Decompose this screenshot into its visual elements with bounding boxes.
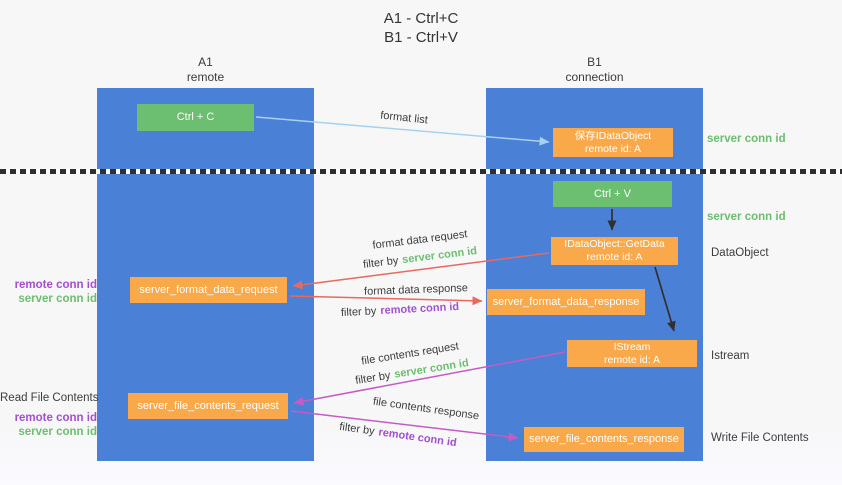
server-format-data-response-label: server_format_data_response xyxy=(492,295,640,308)
lane-a1-name: A1 xyxy=(198,55,213,69)
right-label-server-conn-id-mid: server conn id xyxy=(707,211,786,223)
filter-prefix: filter by xyxy=(354,369,392,387)
ctrl-v-box: Ctrl + V xyxy=(553,181,672,207)
server-format-data-response-box: server_format_data_response xyxy=(487,289,645,315)
left-label-server-conn-id-1: server conn id xyxy=(18,293,97,305)
flow-label-format-list: format list xyxy=(379,109,429,127)
right-label-write-file-contents: Write File Contents xyxy=(711,432,809,444)
right-label-server-conn-id-top: server conn id xyxy=(707,133,786,145)
filter-key-server-conn-id: server conn id xyxy=(401,245,478,267)
lane-header-b1: B1 connection xyxy=(486,55,703,85)
session-divider-line xyxy=(0,169,842,174)
left-label-remote-conn-id-1: remote conn id xyxy=(14,279,97,291)
left-label-server-conn-id-2: server conn id xyxy=(18,426,97,438)
server-file-contents-response-box: server_file_contents_response xyxy=(524,427,684,452)
istream-line1: IStream xyxy=(613,340,651,353)
istream-box: IStream remote id: A xyxy=(567,340,697,367)
save-idataobject-line1: 保存IDataObject xyxy=(574,129,652,142)
lane-b1-role: connection xyxy=(565,70,624,84)
lane-header-a1: A1 remote xyxy=(97,55,314,85)
title-line-2: B1 - Ctrl+V xyxy=(384,29,458,46)
server-file-contents-response-label: server_file_contents_response xyxy=(529,433,679,445)
left-label-read-file-contents: Read File Contents xyxy=(0,392,99,404)
istream-line2: remote id: A xyxy=(603,353,661,366)
server-format-data-request-label: server_format_data_request xyxy=(139,283,278,296)
lane-b1-name: B1 xyxy=(587,55,602,69)
ctrl-c-box: Ctrl + C xyxy=(137,104,254,131)
save-idataobject-line2: remote id: A xyxy=(584,142,642,155)
filter-prefix: filter by xyxy=(362,254,400,271)
server-file-contents-request-label: server_file_contents_request xyxy=(137,399,279,412)
right-label-dataobject: DataObject xyxy=(711,247,769,259)
filter-prefix: filter by xyxy=(340,305,377,320)
save-idataobject-box: 保存IDataObject remote id: A xyxy=(553,128,673,157)
ctrl-c-label: Ctrl + C xyxy=(176,111,215,123)
getdata-line1: IDataObject::GetData xyxy=(564,238,665,250)
left-label-remote-conn-id-2: remote conn id xyxy=(14,412,97,424)
lane-a1-role: remote xyxy=(186,70,225,84)
filter-prefix: filter by xyxy=(338,420,376,438)
right-label-istream: Istream xyxy=(711,350,750,362)
filter-key-remote-conn-id: remote conn id xyxy=(380,300,460,318)
server-format-data-request-box: server_format_data_request xyxy=(130,277,287,303)
getdata-box: IDataObject::GetData remote id: A xyxy=(551,237,678,265)
server-file-contents-request-box: server_file_contents_request xyxy=(128,393,288,419)
diagram-title: A1 - Ctrl+C B1 - Ctrl+V xyxy=(0,9,842,47)
flow-label-file-contents-response: file contents response xyxy=(372,395,480,423)
title-line-1: A1 - Ctrl+C xyxy=(383,10,459,27)
getdata-line2: remote id: A xyxy=(586,251,643,263)
ctrl-v-label: Ctrl + V xyxy=(594,187,631,200)
filter-key-remote-conn-id: remote conn id xyxy=(377,426,458,450)
flow-label-format-data-response: format data response xyxy=(363,282,469,298)
